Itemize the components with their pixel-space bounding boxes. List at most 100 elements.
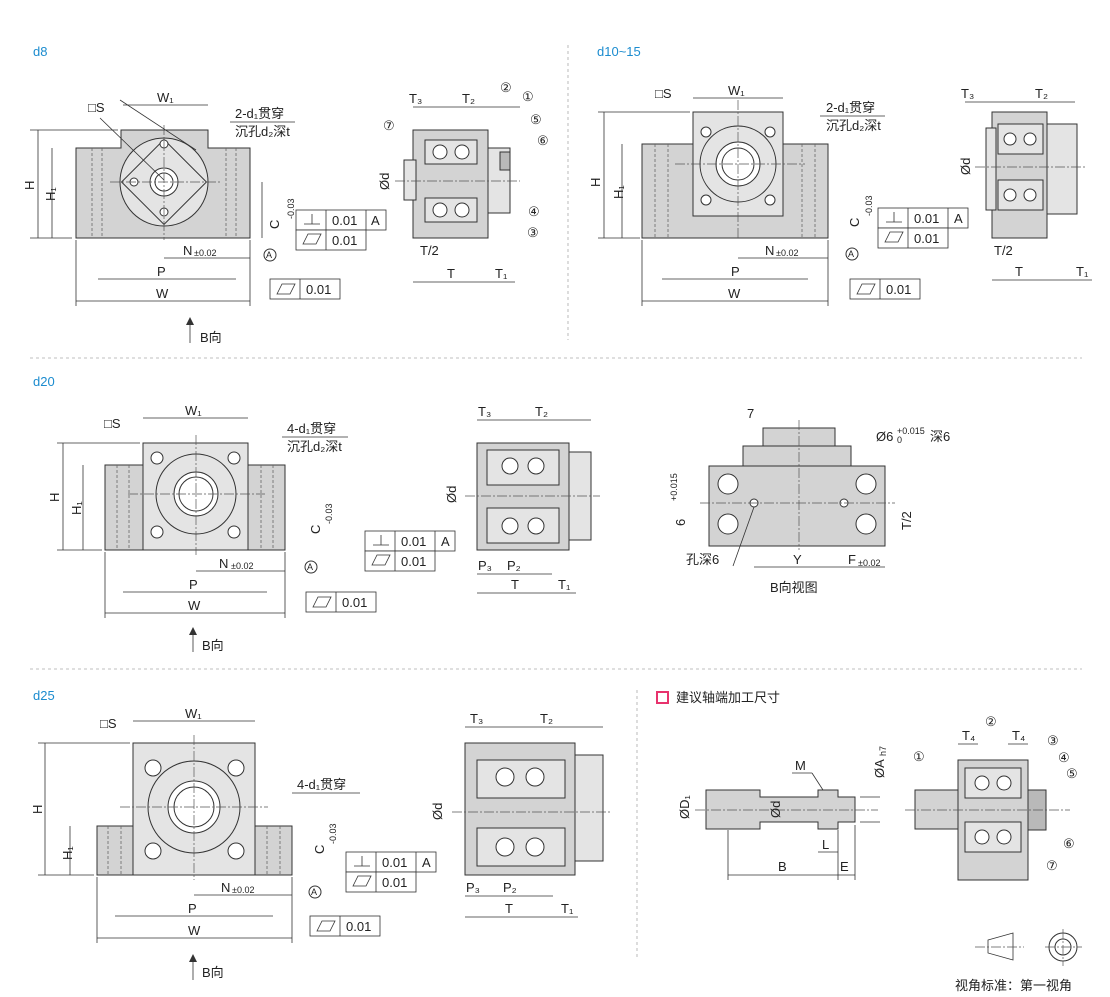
d25-label-C-tol: -0.03	[328, 823, 338, 844]
bview-phi6-depth: 深6	[930, 429, 950, 444]
section-title-d8: d8	[33, 44, 47, 59]
d8-datum-A: A	[266, 250, 272, 260]
asm-callout-4: ④	[1058, 750, 1070, 765]
d8-callout-4: ④	[528, 204, 540, 219]
d25-side-T1: T₁	[561, 901, 574, 916]
d25-label-W1: W₁	[185, 706, 202, 721]
shaft-label-B: B	[778, 859, 787, 874]
d20-label-Bdir: B向	[202, 638, 224, 653]
d8-label-N-tol: ±0.02	[194, 248, 216, 258]
d25-front-view	[96, 735, 293, 880]
d8-label-H: H	[22, 181, 37, 190]
shaft-label-E: E	[840, 859, 849, 874]
first-angle-projection-icon	[975, 929, 1082, 966]
d25-side-P2: P₂	[503, 880, 517, 895]
d20-label-C: C	[308, 525, 323, 534]
d20-side-T3: T₃	[478, 404, 491, 419]
shaft-label-D1: ØD₁	[677, 795, 692, 820]
d10-label-H: H	[588, 178, 603, 187]
d10-tol-flat2: 0.01	[914, 231, 939, 246]
d20-label-H1: H₁	[69, 501, 84, 515]
d10-label-C-tol: -0.03	[864, 195, 874, 216]
d10-side-T1: T₁	[1076, 264, 1089, 279]
bview-label-phi6: Ø6	[876, 429, 893, 444]
d8-tol-perp: 0.01	[332, 213, 357, 228]
d20-side-T1: T₁	[558, 577, 571, 592]
d20-b-view	[700, 420, 895, 550]
section-title-d20: d20	[33, 374, 55, 389]
d20-label-C-tol: -0.03	[324, 503, 334, 524]
d25-label-H1: H₁	[60, 846, 75, 860]
d20-side-view	[465, 442, 600, 551]
d8-side-T1: T₁	[495, 266, 508, 281]
d20-front-view	[104, 435, 286, 555]
d25-side-T3: T₃	[470, 711, 483, 726]
d25-label-C: C	[312, 845, 327, 854]
shaft-label-d: Ød	[768, 801, 783, 818]
d8-label-Bdir: B向	[200, 330, 222, 345]
d10-label-W1: W₁	[728, 83, 745, 98]
d20-tol-datum: A	[441, 534, 450, 549]
d8-callout-3: ③	[527, 225, 539, 240]
d8-label-P: P	[157, 264, 166, 279]
d25-tol-flat2: 0.01	[382, 875, 407, 890]
d8-callout-5: ⑤	[530, 112, 542, 127]
d20-tol-flat: 0.01	[342, 595, 367, 610]
d20-label-W: W	[188, 598, 201, 613]
bview-phi6-tol-up: +0.015	[897, 426, 925, 436]
d25-side-view	[452, 742, 612, 876]
shaft-assembly-view	[905, 759, 1070, 881]
d25-label-W: W	[188, 923, 201, 938]
d10-side-view	[975, 111, 1085, 239]
d8-note-thru: 2-d₁贯穿	[235, 106, 284, 121]
shaft-label-A: ØA	[872, 759, 887, 778]
d20-side-T2: T₂	[535, 404, 548, 419]
bview-label-F-tol: ±0.02	[858, 558, 880, 568]
d8-callout-6: ⑥	[537, 133, 549, 148]
d8-label-N: N	[183, 243, 192, 258]
d10-side-T: T	[1015, 264, 1023, 279]
d20-side-d: Ød	[444, 486, 459, 503]
d20-tol-flat2: 0.01	[401, 554, 426, 569]
section-title-d25: d25	[33, 688, 55, 703]
shaft-view	[695, 789, 878, 830]
d8-side-T2: T₂	[462, 91, 475, 106]
d20-side-P2: P₂	[507, 558, 521, 573]
d20-note-cbore: 沉孔d₂深t	[287, 439, 342, 454]
d10-tol-flat: 0.01	[886, 282, 911, 297]
asm-callout-7: ⑦	[1046, 858, 1058, 873]
d10-label-S: □S	[655, 86, 672, 101]
d10-front-view	[641, 100, 829, 240]
section-title-d10-15: d10~15	[597, 44, 641, 59]
d25-label-Bdir: B向	[202, 965, 224, 980]
bview-hole-depth: 孔深6	[686, 552, 719, 567]
d25-tol-perp: 0.01	[382, 855, 407, 870]
d10-label-P: P	[731, 264, 740, 279]
d10-side-T3: T₃	[961, 86, 974, 101]
d25-label-H: H	[30, 805, 45, 814]
d8-label-W: W	[156, 286, 169, 301]
bview-label-7: 7	[747, 406, 754, 421]
d8-label-C: C	[267, 220, 282, 229]
d25-side-P3: P₃	[466, 880, 480, 895]
d10-side-d: Ød	[958, 158, 973, 175]
d20-side-T: T	[511, 577, 519, 592]
bview-label-six: 6	[673, 519, 688, 526]
asm-callout-5: ⑤	[1066, 766, 1078, 781]
d25-label-S: □S	[100, 716, 117, 731]
d20-label-W1: W₁	[185, 403, 202, 418]
shaft-title: 建议轴端加工尺寸	[676, 690, 780, 705]
shaft-label-A-sub: h7	[878, 746, 888, 756]
d8-note-cbore: 沉孔d₂深t	[235, 124, 290, 139]
asm-callout-3: ③	[1047, 733, 1059, 748]
d25-side-T: T	[505, 901, 513, 916]
asm-callout-1: ①	[913, 749, 925, 764]
asm-callout-6: ⑥	[1063, 836, 1075, 851]
d10-note-cbore: 沉孔d₂深t	[826, 118, 881, 133]
d25-label-N-tol: ±0.02	[232, 885, 254, 895]
bview-six-tol: +0.015	[669, 473, 679, 501]
d8-callout-2: ②	[500, 80, 512, 95]
d20-label-N-tol: ±0.02	[231, 561, 253, 571]
d10-note-thru: 2-d₁贯穿	[826, 100, 875, 115]
